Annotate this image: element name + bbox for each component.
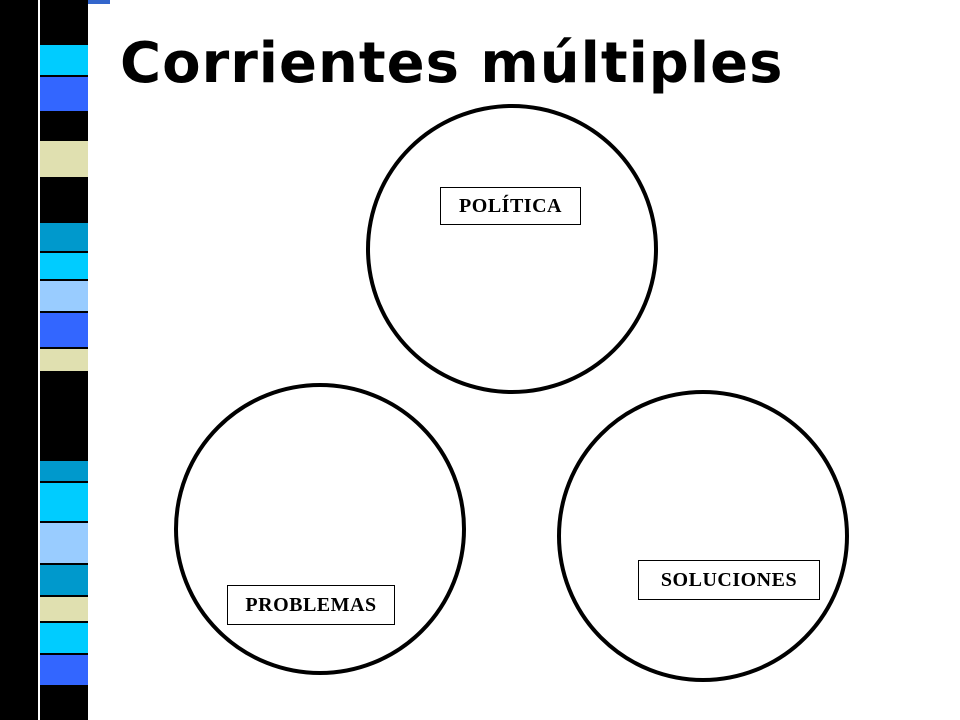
stripe-segment (40, 312, 88, 348)
stripe-segment (40, 654, 88, 686)
stripe-segment (40, 112, 88, 140)
stripe-segment (40, 76, 88, 112)
stripe-segment (40, 222, 88, 252)
stripe-segment (88, 0, 108, 720)
stripe-segment (40, 521, 88, 523)
stripe-segment (40, 482, 88, 522)
circle-politica (366, 104, 658, 394)
stripe-segment (40, 522, 88, 564)
stripe-segment (40, 140, 88, 178)
stripe-segment (40, 563, 88, 565)
stripe-segment (40, 75, 88, 77)
stripe-segment (40, 481, 88, 483)
stripe-segment (40, 372, 88, 418)
stripe-segment (40, 43, 88, 45)
circle-soluciones (557, 390, 849, 682)
stripe-segment (40, 17, 88, 19)
stripe-segment (40, 177, 88, 179)
stripe-segment (40, 596, 88, 622)
stripe-segment (40, 111, 88, 113)
stripe-segment (40, 622, 88, 654)
stripe-segment (40, 347, 88, 349)
stripe-segment (40, 18, 88, 44)
stripe-segment (88, 0, 110, 4)
stripe-segment (40, 221, 88, 223)
label-politica: POLÍTICA (440, 187, 581, 225)
stripe-segment (40, 417, 88, 419)
stripe-segment (40, 251, 88, 253)
stripe-segment (40, 311, 88, 313)
stripe-segment (40, 139, 88, 141)
label-soluciones: SOLUCIONES (638, 560, 820, 600)
stripe-segment (40, 280, 88, 312)
stripe-segment (40, 653, 88, 655)
stripe-segment (40, 564, 88, 596)
stripe-segment (40, 685, 88, 687)
stripe-segment (40, 459, 88, 461)
stripe-segment (40, 252, 88, 280)
stripe-segment (40, 178, 88, 222)
stripe-segment (40, 348, 88, 372)
stripe-segment (40, 371, 88, 373)
label-problemas: PROBLEMAS (227, 585, 395, 625)
stripe-segment (40, 621, 88, 623)
stripe-segment (40, 279, 88, 281)
stripe-segment (40, 418, 88, 460)
stripe-segment (40, 686, 88, 720)
slide-title: Corrientes múltiples (120, 31, 784, 96)
decorative-stripe (0, 0, 110, 720)
stripe-segment (40, 460, 88, 482)
stripe-segment (40, 0, 88, 18)
stripe-segment (0, 0, 38, 720)
stripe-segment (40, 595, 88, 597)
circle-problemas (174, 383, 466, 675)
stripe-segment (40, 44, 88, 76)
